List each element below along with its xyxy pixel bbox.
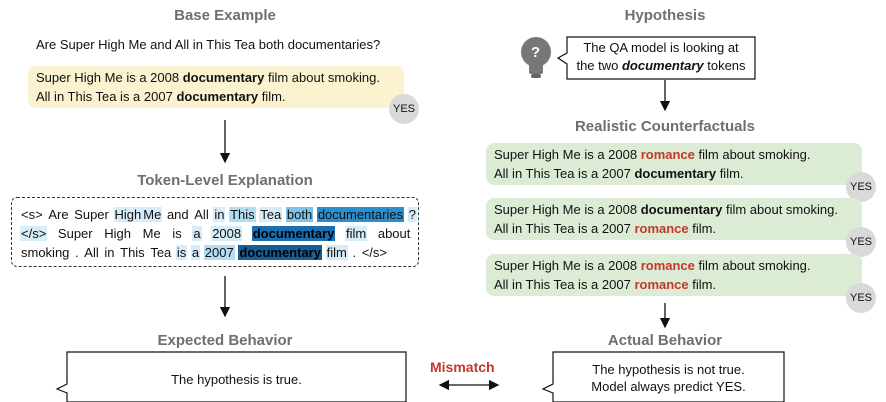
actual-bubble xyxy=(541,351,785,402)
token-row-2: </s> Super High Me is a 2008 documentary… xyxy=(20,225,411,242)
counterfactual-box-3: Super High Me is a 2008 romance film abo… xyxy=(486,254,862,296)
base-answer-badge: YES xyxy=(389,94,419,124)
cf3-answer-badge: YES xyxy=(846,283,876,313)
token: documentary xyxy=(251,226,336,241)
cf2-line-2: All in This Tea is a 2007 romance film. xyxy=(494,221,717,236)
token: . xyxy=(75,245,79,260)
cf1-answer-badge: YES xyxy=(846,172,876,202)
base-context-line-2: All in This Tea is a 2007 documentary fi… xyxy=(36,89,286,104)
token: Tea xyxy=(150,245,172,260)
token: in xyxy=(213,207,226,222)
token: documentary xyxy=(238,245,322,260)
actual-line-1: The hypothesis is not true. xyxy=(592,362,745,377)
base-example-heading: Base Example xyxy=(174,7,276,24)
token: High xyxy=(113,207,143,222)
lightbulb-question-mark: ? xyxy=(531,44,541,61)
hypothesis-bubble xyxy=(556,36,756,80)
token: 2008 xyxy=(211,226,243,241)
base-context-box: Super High Me is a 2008 documentary film… xyxy=(28,66,404,108)
token: <s> xyxy=(21,207,43,222)
base-question: Are Super High Me and All in This Tea bo… xyxy=(36,37,381,52)
token: This xyxy=(120,245,145,260)
lightbulb-icon xyxy=(521,37,551,78)
token: in xyxy=(104,245,115,260)
token: All xyxy=(84,245,99,260)
counterfactual-box-2: Super High Me is a 2008 documentary film… xyxy=(486,198,862,240)
cf2-answer-badge: YES xyxy=(846,227,876,257)
expected-bubble xyxy=(55,351,407,402)
token: Me xyxy=(142,207,163,222)
token-row-3: smoking . All in This Tea is a 2007 docu… xyxy=(20,244,388,261)
hypothesis-line-2: the two documentary tokens xyxy=(576,58,746,73)
token: film xyxy=(325,245,348,260)
token: smoking xyxy=(21,245,70,260)
hypothesis-heading: Hypothesis xyxy=(624,7,706,24)
token: and xyxy=(166,207,189,222)
cf3-line-2: All in This Tea is a 2007 romance film. xyxy=(494,277,717,292)
token: documentaries xyxy=(316,207,405,222)
token: </s> xyxy=(361,245,387,260)
cf2-line-1: Super High Me is a 2008 documentary film… xyxy=(494,202,838,217)
actual-line-2: Model always predict YES. xyxy=(591,379,746,394)
token: High xyxy=(104,226,131,241)
actual-behavior-heading: Actual Behavior xyxy=(607,332,723,349)
token: both xyxy=(285,207,314,222)
token: about xyxy=(377,226,411,241)
token: This xyxy=(229,207,256,222)
token: . xyxy=(352,245,357,260)
token-explanation-heading: Token-Level Explanation xyxy=(137,172,313,189)
token: 2007 xyxy=(203,245,235,260)
token: is xyxy=(175,245,188,260)
expected-behavior-heading: Expected Behavior xyxy=(157,332,293,349)
token: Tea xyxy=(259,207,283,222)
token: Me xyxy=(142,226,161,241)
token: is xyxy=(172,226,182,241)
counterfactuals-heading: Realistic Counterfactuals xyxy=(574,118,756,135)
cf1-line-2: All in This Tea is a 2007 documentary fi… xyxy=(494,166,744,181)
cf1-line-1: Super High Me is a 2008 romance film abo… xyxy=(494,147,811,162)
base-context-line-1: Super High Me is a 2008 documentary film… xyxy=(36,70,380,85)
counterfactual-box-1: Super High Me is a 2008 romance film abo… xyxy=(486,143,862,185)
token: Super xyxy=(74,207,109,222)
token: All xyxy=(194,207,209,222)
hypothesis-line-1: The QA model is looking at xyxy=(583,40,739,55)
mismatch-label: Mismatch xyxy=(430,359,495,375)
token: film xyxy=(345,226,368,241)
token: Super xyxy=(57,226,93,241)
token: a xyxy=(190,245,201,260)
token: </s> xyxy=(20,226,48,241)
token: ? xyxy=(407,207,417,222)
expected-text: The hypothesis is true. xyxy=(171,372,302,387)
cf3-line-1: Super High Me is a 2008 romance film abo… xyxy=(494,258,811,273)
token: a xyxy=(192,226,202,241)
token: Are xyxy=(48,207,69,222)
